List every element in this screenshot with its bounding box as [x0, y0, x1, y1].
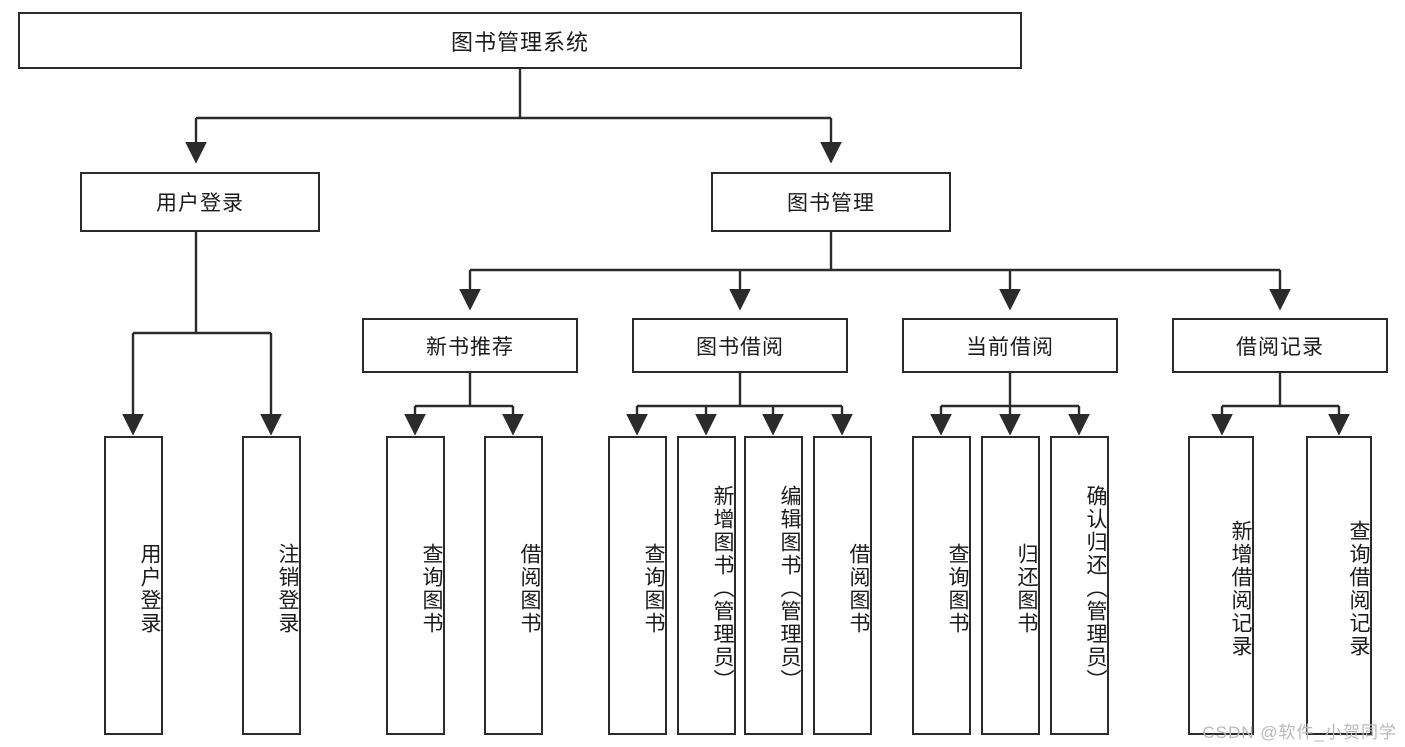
node-label: 当前借阅: [966, 335, 1054, 359]
node-label: 归还图书: [1015, 542, 1038, 635]
node-book-borrow[interactable]: 图书借阅: [632, 318, 848, 373]
leaf-borrow-book-newbook[interactable]: 借阅图书: [484, 436, 543, 735]
node-root-book-management-system[interactable]: 图书管理系统: [18, 12, 1022, 69]
node-label: 新增图书（管理员）: [711, 485, 734, 692]
node-label: 用户登录: [138, 542, 161, 635]
node-label: 编辑图书（管理员）: [778, 485, 801, 692]
node-label: 借阅图书: [847, 542, 870, 635]
node-label: 新增借阅记录: [1229, 519, 1252, 658]
leaf-query-book-current[interactable]: 查询图书: [912, 436, 971, 735]
leaf-logout-login[interactable]: 注销登录: [242, 436, 301, 735]
leaf-edit-book-admin[interactable]: 编辑图书（管理员）: [744, 436, 803, 735]
node-label: 查询借阅记录: [1347, 519, 1370, 658]
node-user-login[interactable]: 用户登录: [80, 172, 320, 232]
node-label: 查询图书: [642, 542, 665, 635]
leaf-add-book-admin[interactable]: 新增图书（管理员）: [677, 436, 736, 735]
node-borrow-record[interactable]: 借阅记录: [1172, 318, 1388, 373]
node-label: 查询图书: [946, 542, 969, 635]
node-label: 图书管理: [787, 192, 875, 215]
leaf-query-book-borrow[interactable]: 查询图书: [608, 436, 667, 735]
leaf-return-book[interactable]: 归还图书: [981, 436, 1040, 735]
node-label: 图书管理系统: [450, 29, 589, 55]
leaf-borrow-book[interactable]: 借阅图书: [813, 436, 872, 735]
leaf-add-borrow-record[interactable]: 新增借阅记录: [1188, 436, 1254, 735]
node-label: 注销登录: [276, 542, 299, 635]
node-label: 确认归还（管理员）: [1084, 485, 1107, 692]
leaf-user-login[interactable]: 用户登录: [104, 436, 163, 735]
node-label: 借阅记录: [1236, 335, 1324, 359]
csdn-watermark: CSDN @软件_小贺同学: [1202, 723, 1397, 742]
node-label: 新书推荐: [426, 335, 514, 359]
leaf-confirm-return-admin[interactable]: 确认归还（管理员）: [1050, 436, 1109, 735]
node-label: 查询图书: [420, 542, 443, 635]
node-label: 用户登录: [156, 192, 244, 215]
node-label: 借阅图书: [518, 542, 541, 635]
node-current-borrow[interactable]: 当前借阅: [902, 318, 1118, 373]
node-book-management[interactable]: 图书管理: [711, 172, 951, 232]
node-label: 图书借阅: [696, 335, 784, 359]
leaf-query-borrow-record[interactable]: 查询借阅记录: [1306, 436, 1372, 735]
node-new-book-recommend[interactable]: 新书推荐: [362, 318, 578, 373]
leaf-query-book-newbook[interactable]: 查询图书: [386, 436, 445, 735]
